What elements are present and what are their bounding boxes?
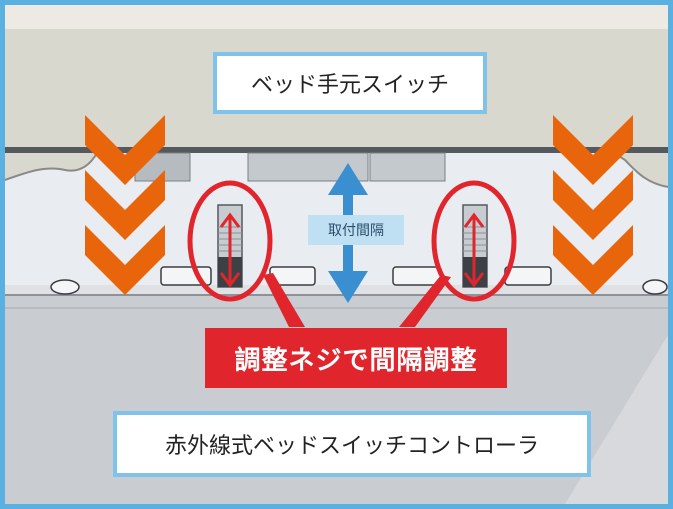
spacing-label: 取付間隔 (308, 215, 404, 245)
callout-connector-left (263, 273, 305, 327)
knob-4 (504, 266, 552, 286)
knob-3 (392, 266, 442, 286)
orange-chevrons-right (553, 115, 633, 295)
top-label: ベッド手元スイッチ (213, 52, 487, 114)
bracket-center-right (369, 152, 446, 182)
bottom-label-text: 赤外線式ベッドスイッチコントローラ (164, 434, 539, 459)
knob-6 (642, 279, 668, 295)
adjust-arrow-right (463, 212, 485, 288)
callout-connector-right (399, 275, 451, 327)
top-label-text: ベッド手元スイッチ (250, 73, 449, 98)
highlight-ellipse-left (187, 180, 273, 302)
adjust-arrow-left (219, 212, 241, 288)
bottom-label: 赤外線式ベッドスイッチコントローラ (113, 411, 591, 477)
orange-chevrons-left (85, 115, 165, 295)
highlight-ellipse-right (431, 180, 517, 302)
knob-5 (50, 279, 80, 295)
adjustment-callout: 調整ネジで間隔調整 (205, 328, 507, 388)
